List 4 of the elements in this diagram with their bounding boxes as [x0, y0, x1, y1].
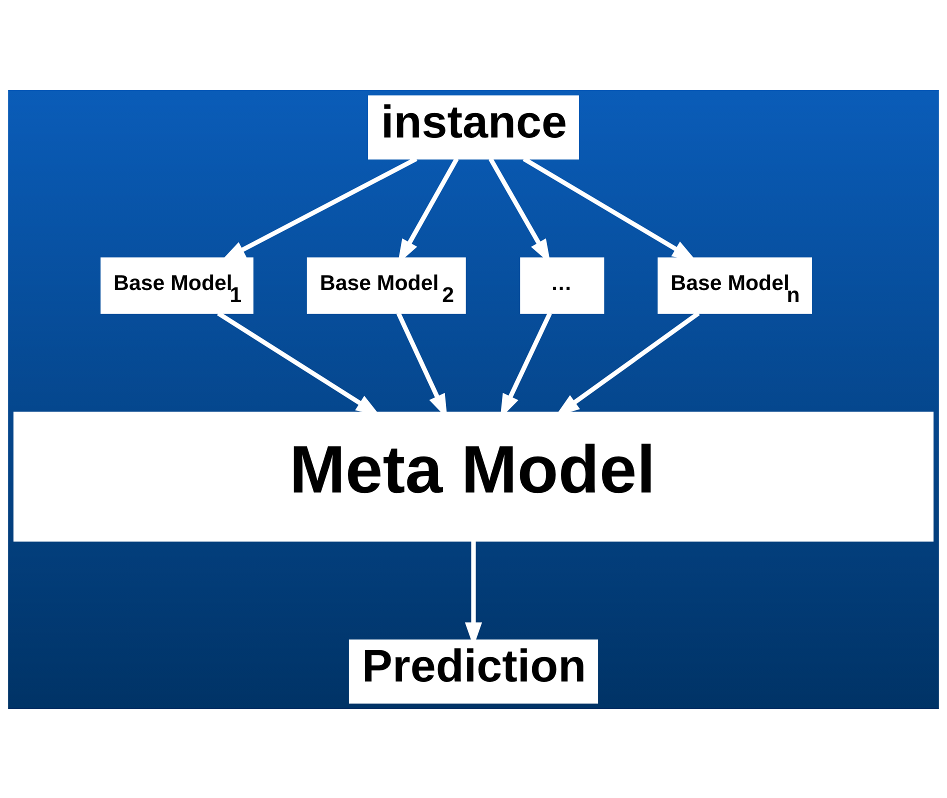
node-box: Meta Model	[13, 411, 934, 542]
node-box: …	[520, 256, 604, 314]
node-box: instance	[368, 94, 579, 160]
node-box: Prediction	[348, 638, 598, 704]
